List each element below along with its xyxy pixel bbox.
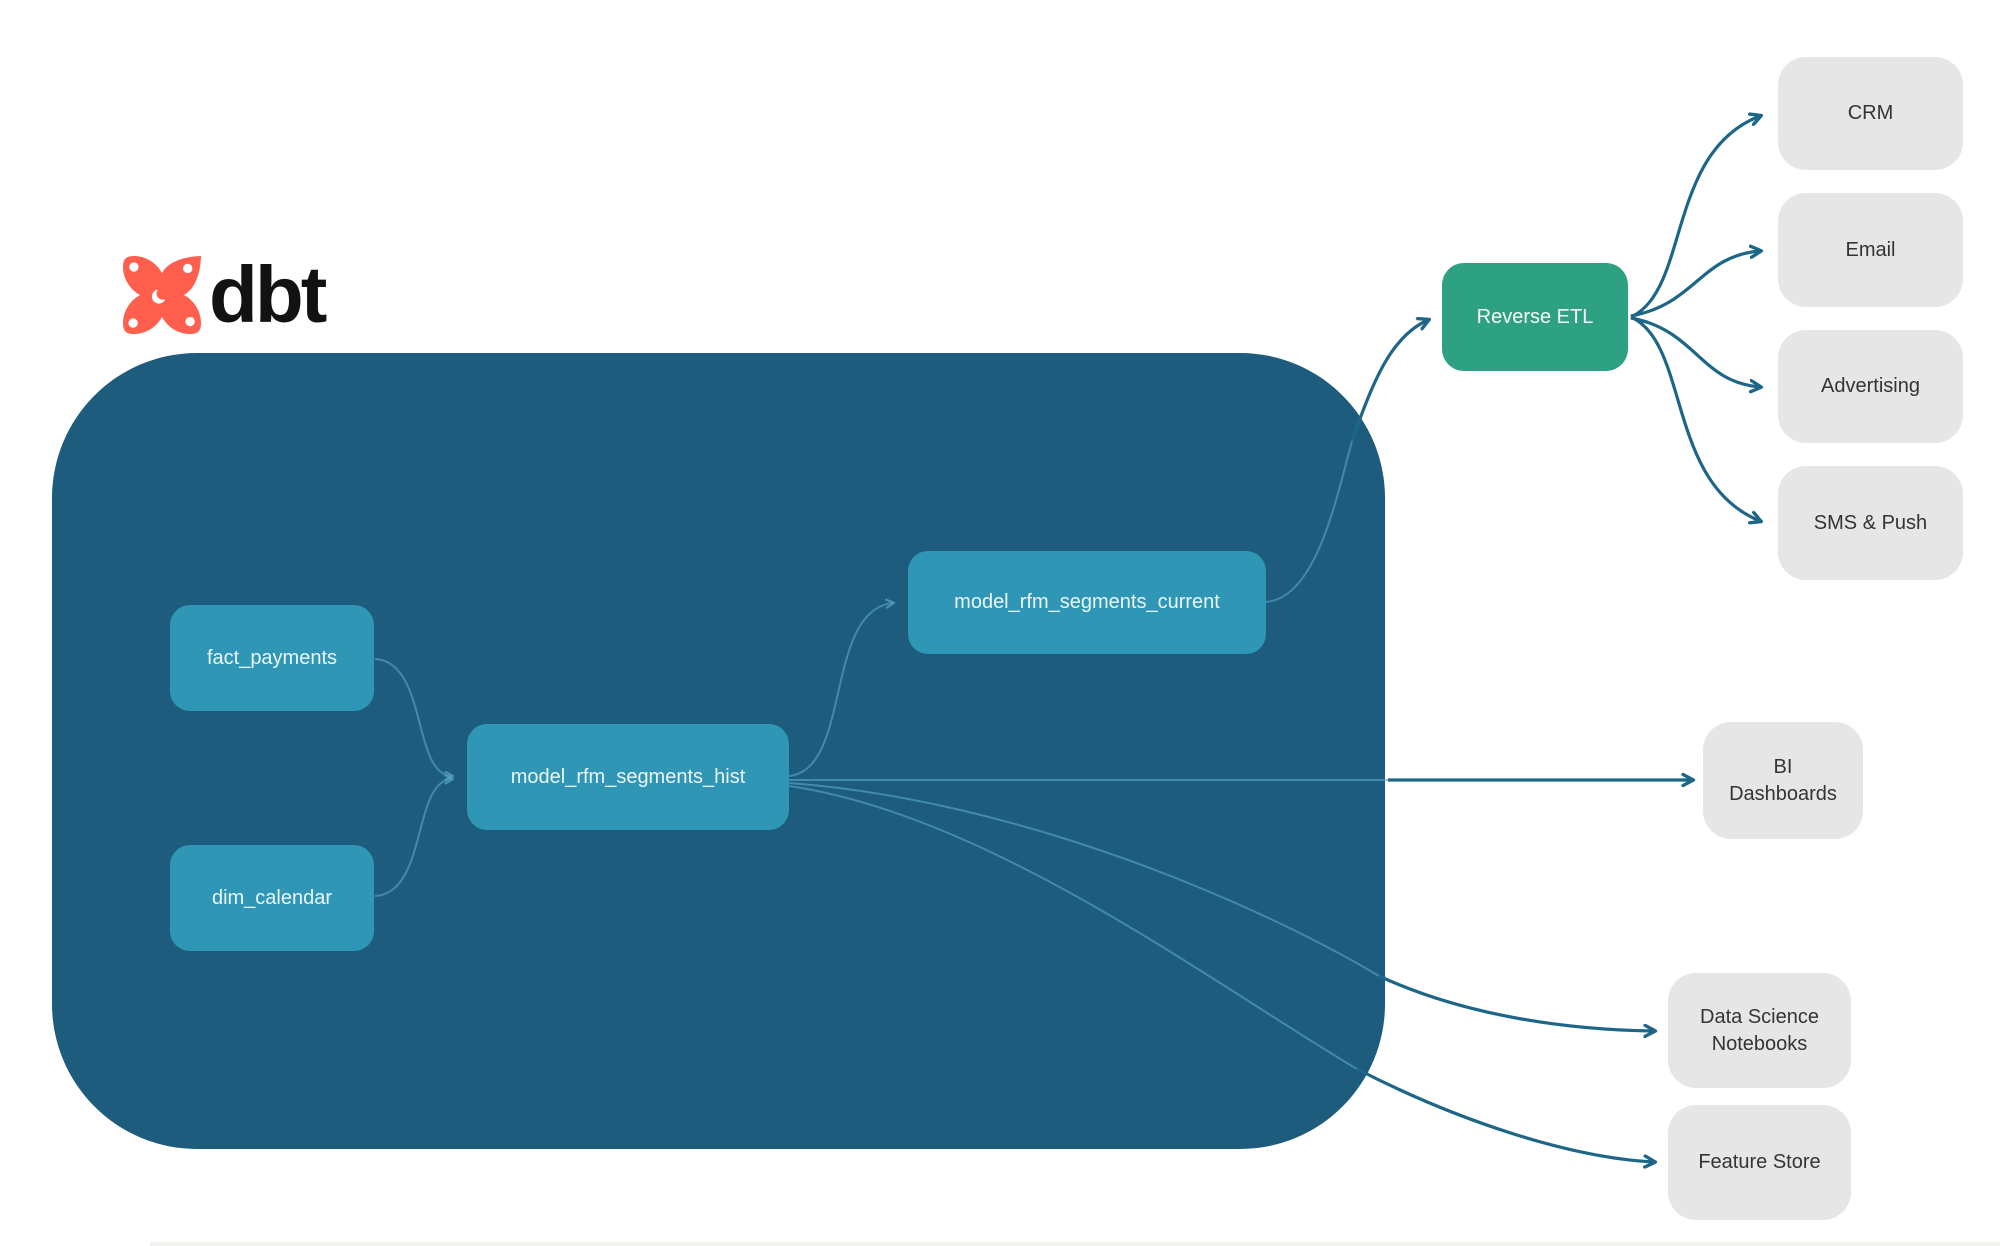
node-advertising-label: Advertising: [1821, 375, 1920, 397]
node-dim-calendar-label: dim_calendar: [211, 886, 333, 909]
node-reverse-etl: Reverse ETL: [1442, 263, 1628, 371]
node-fact-payments-label: fact_payments: [206, 646, 338, 669]
dbt-logo-icon: [123, 256, 201, 334]
edge-warehouse-to-feature-store: [1356, 1067, 1654, 1162]
page-bottom-divider: [150, 1242, 2000, 1246]
node-feature-store-label: Feature Store: [1698, 1151, 1821, 1173]
node-bi-dashboards: BI Dashboards: [1703, 722, 1863, 839]
edge-reverse-etl-to-email: [1630, 251, 1760, 318]
node-bi-dashboards-label: BI Dashboards: [1729, 755, 1837, 805]
node-fact-payments: fact_payments: [170, 605, 374, 711]
node-model-rfm-segments-current-label: model_rfm_segments_current: [954, 591, 1220, 613]
node-model-rfm-segments-hist: model_rfm_segments_hist: [467, 724, 789, 830]
edge-warehouse-to-data-science-notebooks: [1378, 974, 1654, 1031]
node-feature-store: Feature Store: [1668, 1105, 1851, 1220]
edge-reverse-etl-to-sms-push: [1630, 315, 1760, 521]
node-model-rfm-segments-hist-label: model_rfm_segments_hist: [510, 765, 746, 788]
dbt-wordmark: dbt: [209, 250, 327, 339]
node-sms-push-label: SMS & Push: [1813, 511, 1928, 534]
node-reverse-etl-label: Reverse ETL: [1476, 305, 1594, 328]
node-model-rfm-segments-current: model_rfm_segments_current: [908, 551, 1266, 654]
node-data-science-notebooks-label: Data Science Notebooks: [1700, 1005, 1819, 1055]
node-advertising: Advertising: [1778, 330, 1963, 443]
edge-reverse-etl-to-advertising: [1630, 316, 1760, 387]
node-crm: CRM: [1778, 57, 1963, 170]
node-email-label: Email: [1845, 238, 1896, 261]
node-email: Email: [1778, 193, 1963, 307]
dbt-logo: dbt: [123, 250, 327, 339]
node-sms-push: SMS & Push: [1778, 466, 1963, 580]
node-dim-calendar: dim_calendar: [170, 845, 374, 951]
edge-reverse-etl-to-crm: [1630, 116, 1760, 319]
node-crm-label: CRM: [1847, 102, 1894, 124]
node-data-science-notebooks: Data Science Notebooks: [1668, 973, 1851, 1088]
